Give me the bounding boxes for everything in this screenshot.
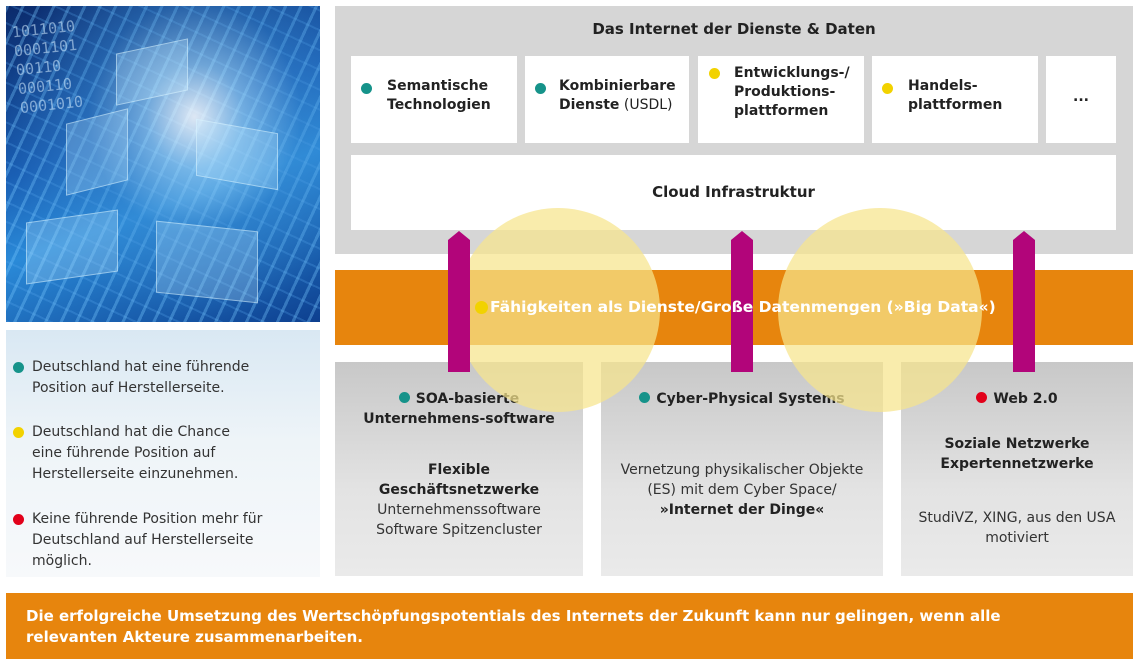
legend-text: Herstellerseite einzunehmen.	[32, 466, 239, 482]
card-line: Dienste (USDL)	[559, 96, 676, 115]
teal-dot-icon	[361, 83, 372, 94]
column-head-secondary: Soziale Netzwerke Expertennetzwerke	[901, 434, 1133, 474]
column-soa: SOA-basierte Unternehmens-software Flexi…	[335, 362, 583, 576]
column-body: StudiVZ, XING, aus den USA motiviert	[901, 508, 1133, 548]
column-body-line: Unternehmenssoftware	[377, 502, 541, 518]
legend-text: Deutschland hat die Chance	[32, 424, 230, 440]
column-head-line: Web 2.0	[901, 389, 1133, 409]
legend-box: Deutschland hat eine führende Position a…	[6, 330, 320, 577]
glass-panel	[26, 209, 118, 285]
column-cps: Cyber-Physical Systems Vernetzung physik…	[601, 362, 883, 576]
card-line: Technologien	[387, 97, 491, 113]
card-line: Handels-	[908, 78, 978, 94]
glass-panel	[156, 220, 258, 304]
header-image: 1011010 0001101 00110 000110 0001010	[6, 6, 320, 322]
legend-item: Keine führende Position mehr für Deutsch…	[13, 509, 312, 572]
card-text: Semantische Technologien	[387, 77, 491, 115]
card-line-extra: (USDL)	[619, 97, 673, 113]
binary-digits: 1011010 0001101 00110 000110 0001010	[11, 17, 84, 118]
card-line: ...	[1073, 89, 1089, 105]
column-head-line: Cyber-Physical Systems	[601, 389, 883, 409]
column-body-line: Vernetzung physikalischer Objekte	[620, 462, 864, 478]
card-line: plattformen	[908, 97, 1003, 113]
column-body-line: Geschäftsnetzwerke	[378, 482, 540, 498]
card-line-bold: Dienste	[559, 97, 620, 113]
column-head-text: Web 2.0	[993, 391, 1058, 407]
glass-panel	[66, 108, 128, 196]
legend-item: Deutschland hat eine führende Position a…	[13, 357, 312, 399]
yellow-dot-icon	[13, 427, 24, 438]
column-body-bold: Flexible Geschäftsnetzwerke	[335, 460, 583, 500]
column-head-line: Unternehmens-software	[363, 411, 555, 427]
legend-text: Position auf Herstellerseite.	[32, 380, 225, 396]
column-body-line: Software Spitzencluster	[376, 522, 542, 538]
card-text: Handels- plattformen	[908, 77, 1002, 115]
footer-banner	[6, 593, 1133, 659]
glass-panel	[116, 38, 188, 106]
footer-line: relevanten Akteure zusammenarbeiten.	[26, 628, 363, 646]
card-text: Entwicklungs-/ Produktions- plattformen	[734, 64, 850, 121]
legend-text: Keine führende Position mehr für	[32, 511, 263, 527]
column-head: Web 2.0	[901, 389, 1133, 409]
legend-text: Deutschland hat eine führende	[32, 359, 250, 375]
legend-text: Deutschland auf Herstellerseite	[32, 532, 254, 548]
column-head-line: Soziale Netzwerke	[944, 436, 1090, 452]
column-body: Vernetzung physikalischer Objekte (ES) m…	[601, 460, 883, 500]
glass-panel	[196, 118, 278, 191]
red-dot-icon	[13, 514, 24, 525]
teal-dot-icon	[398, 392, 410, 403]
card-line: Kombinierbare	[559, 78, 676, 94]
card-more: ...	[1046, 56, 1116, 143]
column-body-bold: »Internet der Dinge«	[601, 500, 883, 520]
band-text: Fähigkeiten als Dienste/Große Datenmenge…	[490, 298, 996, 316]
legend-text: eine führende Position auf	[32, 445, 216, 461]
footer-line: Die erfolgreiche Umsetzung des Wertschöp…	[26, 607, 1001, 625]
card-line: Semantische	[387, 78, 489, 94]
cloud-infrastructure: Cloud Infrastruktur	[351, 155, 1116, 230]
card-combinable-services: Kombinierbare Dienste (USDL)	[525, 56, 689, 143]
card-trading-platforms: Handels- plattformen	[872, 56, 1038, 143]
column-head-text: Cyber-Physical Systems	[656, 391, 845, 407]
yellow-dot-icon	[882, 83, 893, 94]
card-line: Entwicklungs-/	[734, 65, 850, 81]
card-semantic-technologies: Semantische Technologien	[351, 56, 517, 143]
red-dot-icon	[976, 392, 988, 403]
column-head: SOA-basierte Unternehmens-software	[335, 389, 583, 429]
column-body-line: motiviert	[985, 530, 1049, 546]
card-development-platforms: Entwicklungs-/ Produktions- plattformen	[698, 56, 864, 143]
column-web20: Web 2.0 Soziale Netzwerke Expertennetzwe…	[901, 362, 1133, 576]
card-line: plattformen	[734, 103, 829, 119]
legend-text: möglich.	[32, 553, 92, 569]
column-body: Unternehmenssoftware Software Spitzenclu…	[335, 500, 583, 540]
yellow-dot-icon	[475, 301, 488, 314]
column-head-text: SOA-basierte	[415, 391, 520, 407]
legend-item: Deutschland hat die Chance eine führende…	[13, 422, 312, 485]
column-head-line: Expertennetzwerke	[940, 456, 1094, 472]
column-head: Cyber-Physical Systems	[601, 389, 883, 409]
card-line: Produktions-	[734, 84, 836, 100]
teal-dot-icon	[639, 392, 651, 403]
card-text: Kombinierbare Dienste (USDL)	[559, 77, 676, 115]
column-head-line: SOA-basierte	[335, 389, 583, 409]
teal-dot-icon	[535, 83, 546, 94]
section-title: Das Internet der Dienste & Daten	[592, 20, 876, 38]
column-body-line: »Internet der Dinge«	[659, 502, 825, 518]
column-body-line: StudiVZ, XING, aus den USA	[918, 510, 1116, 526]
yellow-dot-icon	[709, 68, 720, 79]
footer-text: Die erfolgreiche Umsetzung des Wertschöp…	[26, 606, 1116, 648]
teal-dot-icon	[13, 362, 24, 373]
column-body-line: (ES) mit dem Cyber Space/	[647, 482, 837, 498]
column-body-line: Flexible	[427, 462, 490, 478]
